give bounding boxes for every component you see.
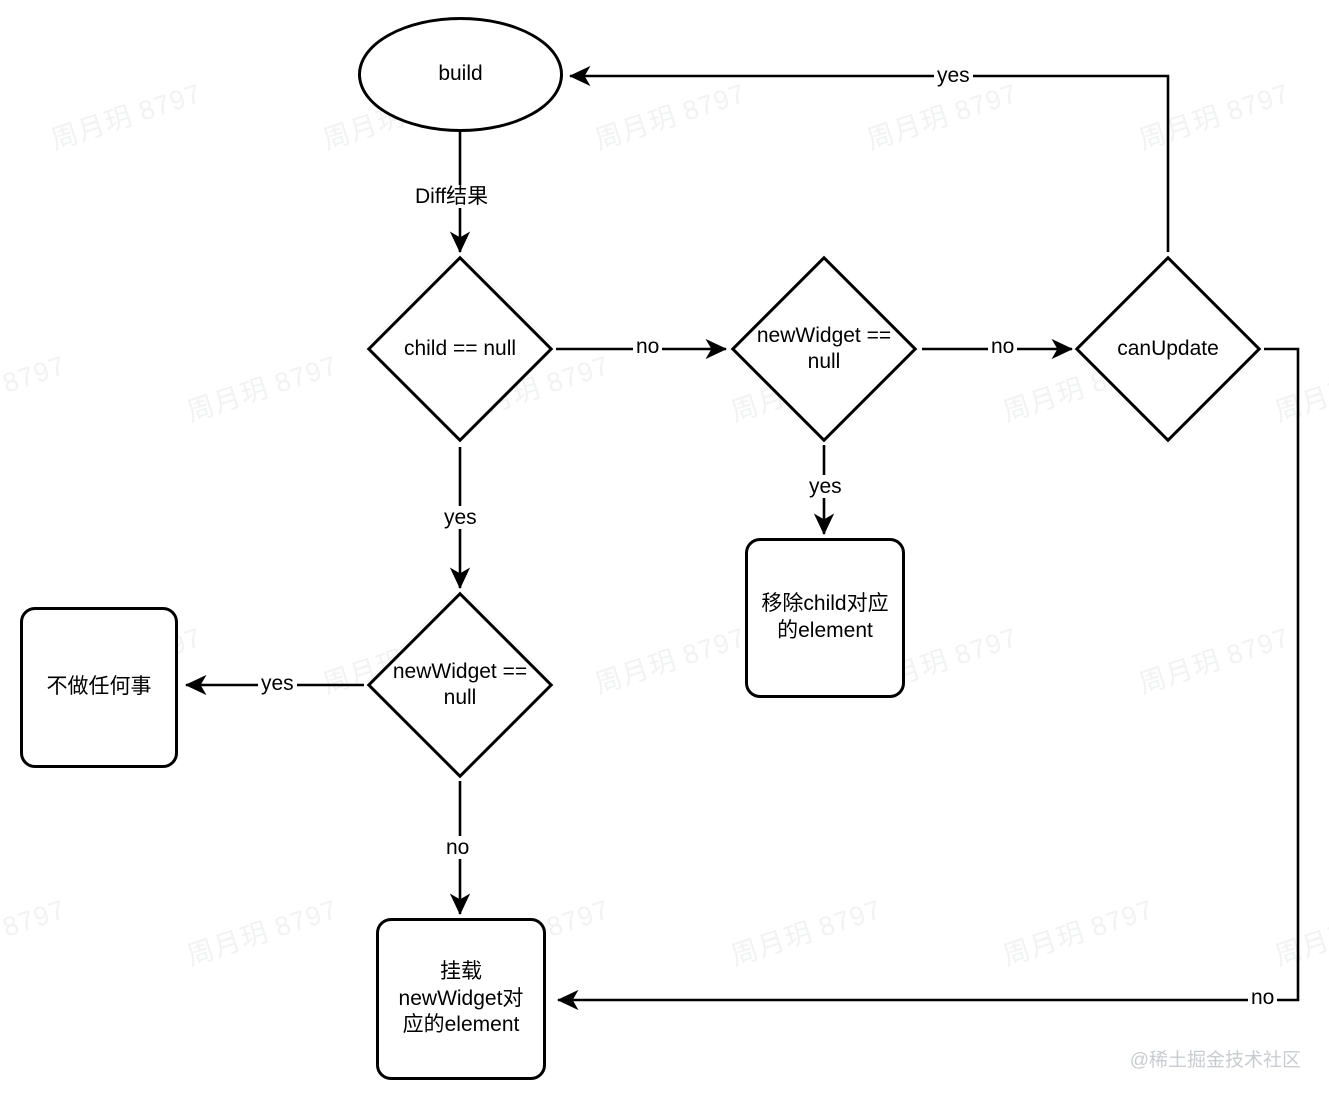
node-remove-element[interactable]: 移除child对应 的element	[745, 538, 905, 698]
edge-label-can-update-yes: yes	[934, 64, 973, 88]
new-widget-null-2-diamond-shape	[366, 591, 554, 779]
can-update-diamond-shape	[1074, 255, 1262, 443]
node-do-nothing-label: 不做任何事	[46, 675, 152, 699]
edge-label-new-widget-null-1-no: no	[988, 335, 1018, 359]
node-remove-element-label: 移除child对应 的element	[761, 592, 889, 642]
edge-label-new-widget-null-1-yes: yes	[806, 475, 845, 499]
edge-label-child-null-yes: yes	[441, 506, 480, 530]
child-null-diamond-shape	[366, 255, 554, 443]
node-build-label: build	[438, 62, 483, 86]
node-do-nothing[interactable]: 不做任何事	[20, 607, 178, 768]
edge-label-diff-result: Diff结果	[412, 185, 492, 209]
edge-label-new-widget-null-2-no: no	[443, 836, 473, 860]
edge-can-update-yes	[569, 65, 1170, 252]
node-can-update[interactable]	[1074, 255, 1262, 443]
node-child-null[interactable]	[366, 255, 554, 443]
node-mount-element-label: 挂载 newWidget对 应的element	[398, 959, 524, 1037]
new-widget-null-1-diamond-shape	[730, 255, 918, 443]
node-new-widget-null-2[interactable]	[366, 591, 554, 779]
edge-label-new-widget-null-2-yes: yes	[258, 672, 297, 696]
node-mount-element[interactable]: 挂载 newWidget对 应的element	[376, 918, 546, 1080]
node-new-widget-null-1[interactable]	[730, 255, 918, 443]
edge-label-child-null-no: no	[633, 335, 663, 359]
edge-can-update-no	[557, 347, 1300, 1011]
node-build[interactable]: build	[358, 17, 563, 132]
edge-label-can-update-no: no	[1248, 986, 1278, 1010]
credit-watermark: @稀土掘金技术社区	[1129, 1050, 1301, 1071]
